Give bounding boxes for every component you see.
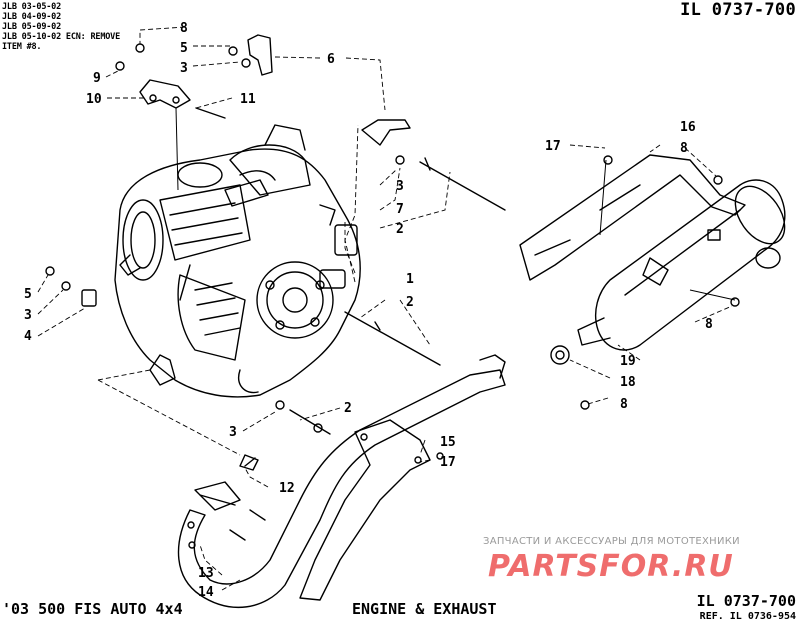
engine-assembly [114, 124, 361, 398]
revision-note: JLB 05-09-02 [2, 22, 62, 32]
diagram-title: ENGINE & EXHAUST [352, 600, 497, 618]
callout: 19 [620, 354, 636, 369]
callout: 2 [396, 222, 404, 237]
callout: 3 [396, 179, 404, 194]
callout: 11 [240, 92, 256, 107]
callout: 17 [545, 139, 561, 154]
callout: 12 [279, 481, 295, 496]
revision-note: JLB 04-09-02 [2, 12, 62, 22]
pipe-heat-shield [299, 419, 431, 601]
callout: 8 [680, 141, 688, 156]
callout: 18 [620, 375, 636, 390]
illustration-id-bottom: IL 0737-700 [696, 592, 796, 610]
watermark-tagline: ЗАПЧАСТИ И АКСЕССУАРЫ ДЛЯ МОТОТЕХНИКИ [483, 536, 740, 547]
heat-shield-bracket [361, 119, 411, 146]
muffler [577, 179, 786, 351]
callout: 8 [705, 317, 713, 332]
callout: 7 [396, 202, 404, 217]
callout: 1 [406, 272, 414, 287]
callout: 2 [344, 401, 352, 416]
model-name: '03 500 FIS AUTO 4x4 [2, 600, 183, 618]
callout: 8 [620, 397, 628, 412]
reference-id: REF. IL 0736-954 [699, 611, 796, 622]
watermark-logo: PARTSFOR.RU [488, 549, 734, 584]
callout: 14 [198, 585, 214, 600]
callout: 17 [440, 455, 456, 470]
callout: 16 [680, 120, 696, 135]
revision-note: ITEM #8. [2, 42, 42, 52]
callout: 13 [198, 566, 214, 581]
exhaust-flange [550, 345, 570, 365]
callout: 5 [180, 41, 188, 56]
revision-notes: JLB 03-05-02 JLB 04-09-02 JLB 05-09-02 J… [2, 2, 120, 52]
callout: 4 [24, 329, 32, 344]
exhaust-pipe [177, 354, 506, 608]
muffler-heat-shield [519, 154, 746, 281]
callout: 8 [180, 21, 188, 36]
revision-note: JLB 05-10-02 ECN: REMOVE [2, 32, 121, 42]
illustration-id-top: IL 0737-700 [680, 0, 796, 20]
callout: 3 [180, 61, 188, 76]
revision-note: JLB 03-05-02 [2, 2, 62, 12]
callout: 10 [86, 92, 102, 107]
callout: 9 [93, 71, 101, 86]
callout: 3 [229, 425, 237, 440]
callout: 2 [406, 295, 414, 310]
callout: 5 [24, 287, 32, 302]
callout: 3 [24, 308, 32, 323]
callout: 6 [327, 52, 335, 67]
callout: 15 [440, 435, 456, 450]
